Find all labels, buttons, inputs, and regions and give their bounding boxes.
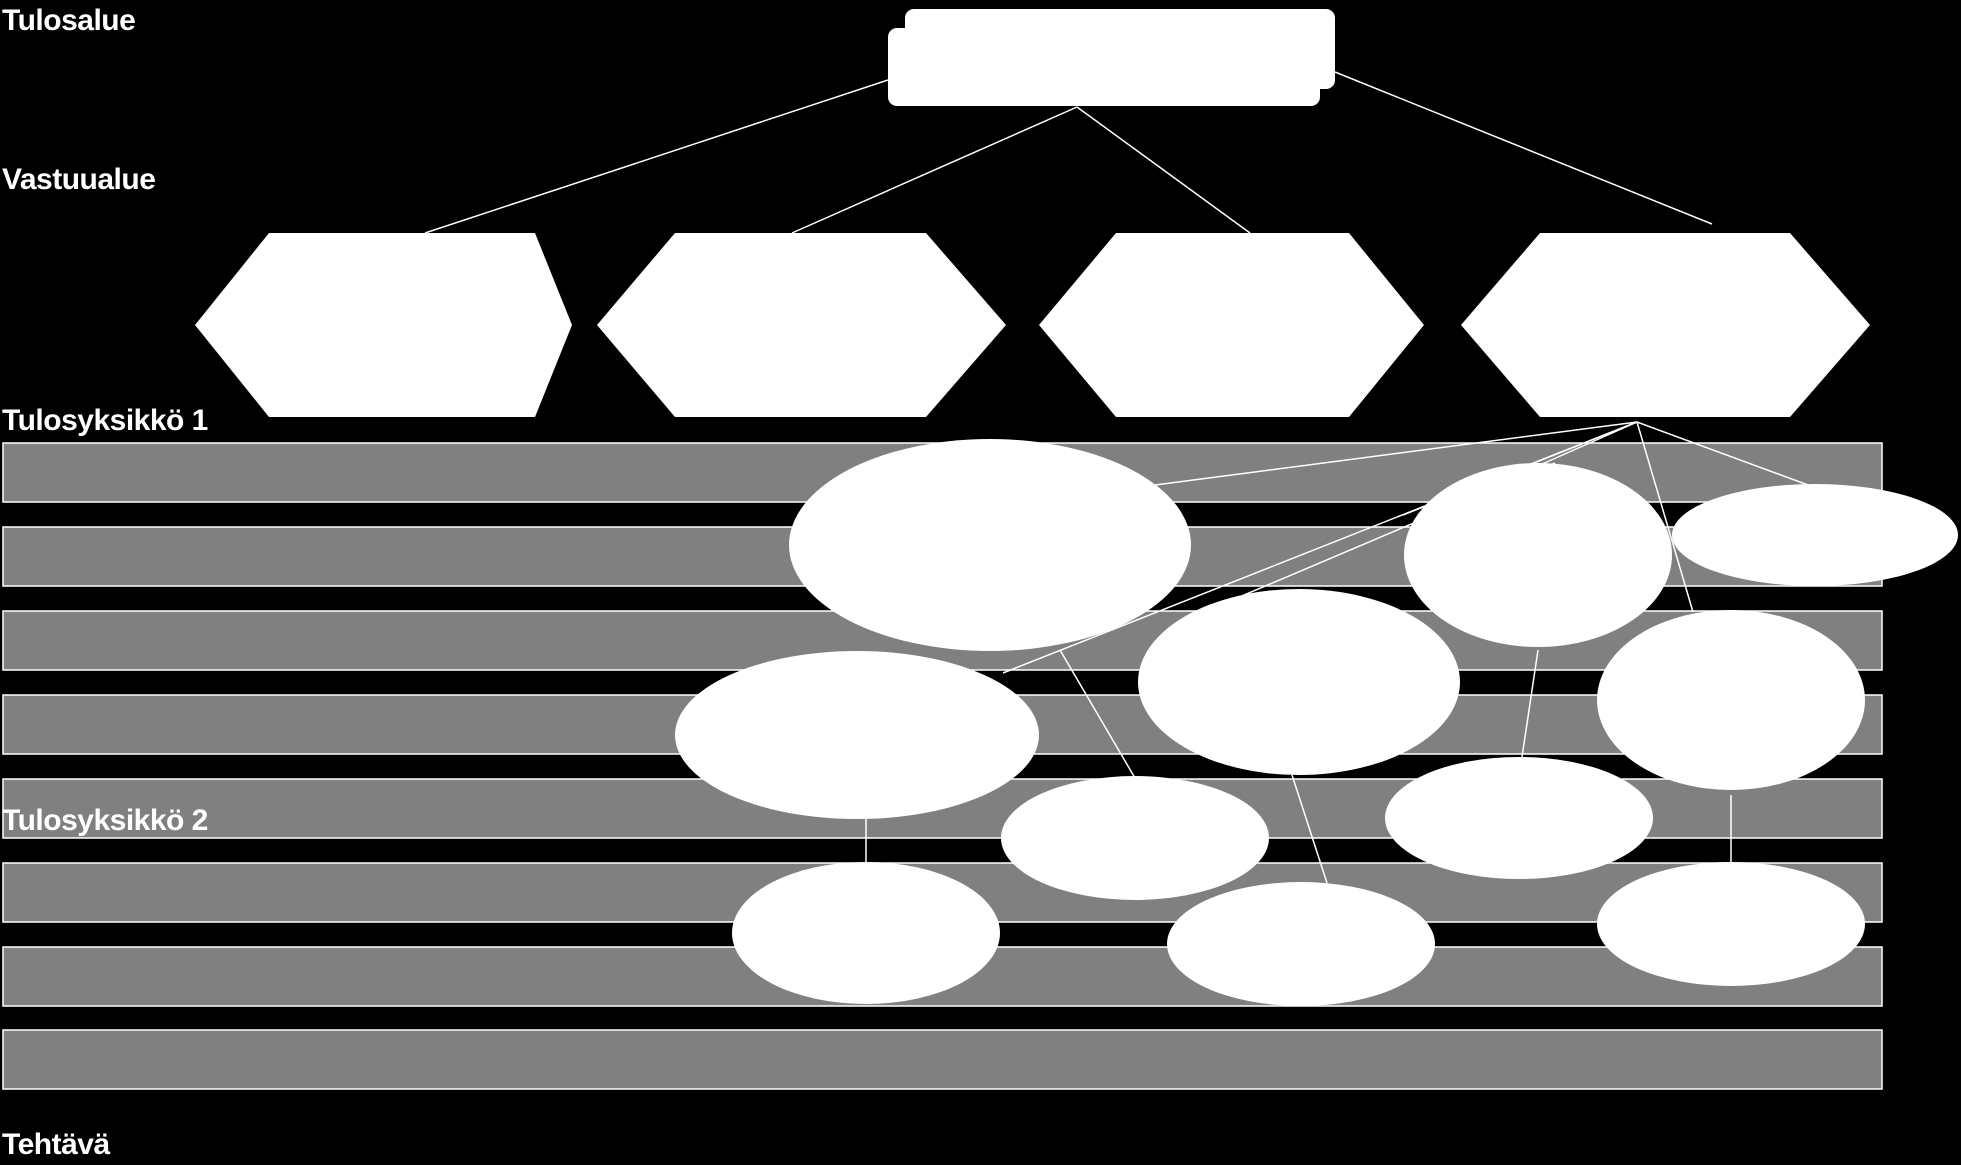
band-row <box>2 1029 1883 1090</box>
unit-ellipse <box>1404 463 1672 647</box>
unit-ellipse <box>1672 484 1958 586</box>
unit-ellipse <box>1001 776 1269 900</box>
connector-line <box>1291 774 1328 884</box>
unit-ellipse <box>1597 610 1865 790</box>
unit-ellipse <box>789 439 1191 651</box>
level-label-vastuualue: Vastuualue <box>2 163 156 196</box>
connector-line <box>1076 106 1251 234</box>
vastuualue-hexagon <box>1039 233 1424 417</box>
connector-line <box>1154 421 1638 486</box>
unit-ellipse-group <box>675 439 1958 1006</box>
vastuualue-hexagon <box>597 233 1006 417</box>
connector-line <box>1521 649 1539 758</box>
level-label-tehtava: Tehtävä <box>2 1128 110 1161</box>
connector-line <box>1334 71 1713 225</box>
level-label-tulosalue: Tulosalue <box>2 4 136 37</box>
unit-ellipse <box>1167 882 1435 1006</box>
tulosalue-node <box>888 9 1335 106</box>
vastuualue-group <box>195 233 1870 417</box>
connector-line <box>1059 649 1136 779</box>
level-label-tulosyksikko-1: Tulosyksikkö 1 <box>2 404 208 437</box>
level-label-tulosyksikko-2: Tulosyksikkö 2 <box>2 804 208 837</box>
tulosalue-box-front <box>888 28 1320 106</box>
unit-ellipse <box>1138 589 1460 775</box>
unit-ellipse <box>675 651 1039 819</box>
connector-line <box>424 79 889 234</box>
connector-line <box>1636 421 1694 613</box>
unit-ellipse <box>1597 862 1865 986</box>
connector-line <box>1636 421 1809 486</box>
unit-ellipse <box>732 862 1000 1004</box>
unit-ellipse <box>1385 757 1653 879</box>
connector-line <box>791 106 1078 234</box>
vastuualue-hexagon <box>195 233 572 417</box>
vastuualue-hexagon <box>1461 233 1870 417</box>
